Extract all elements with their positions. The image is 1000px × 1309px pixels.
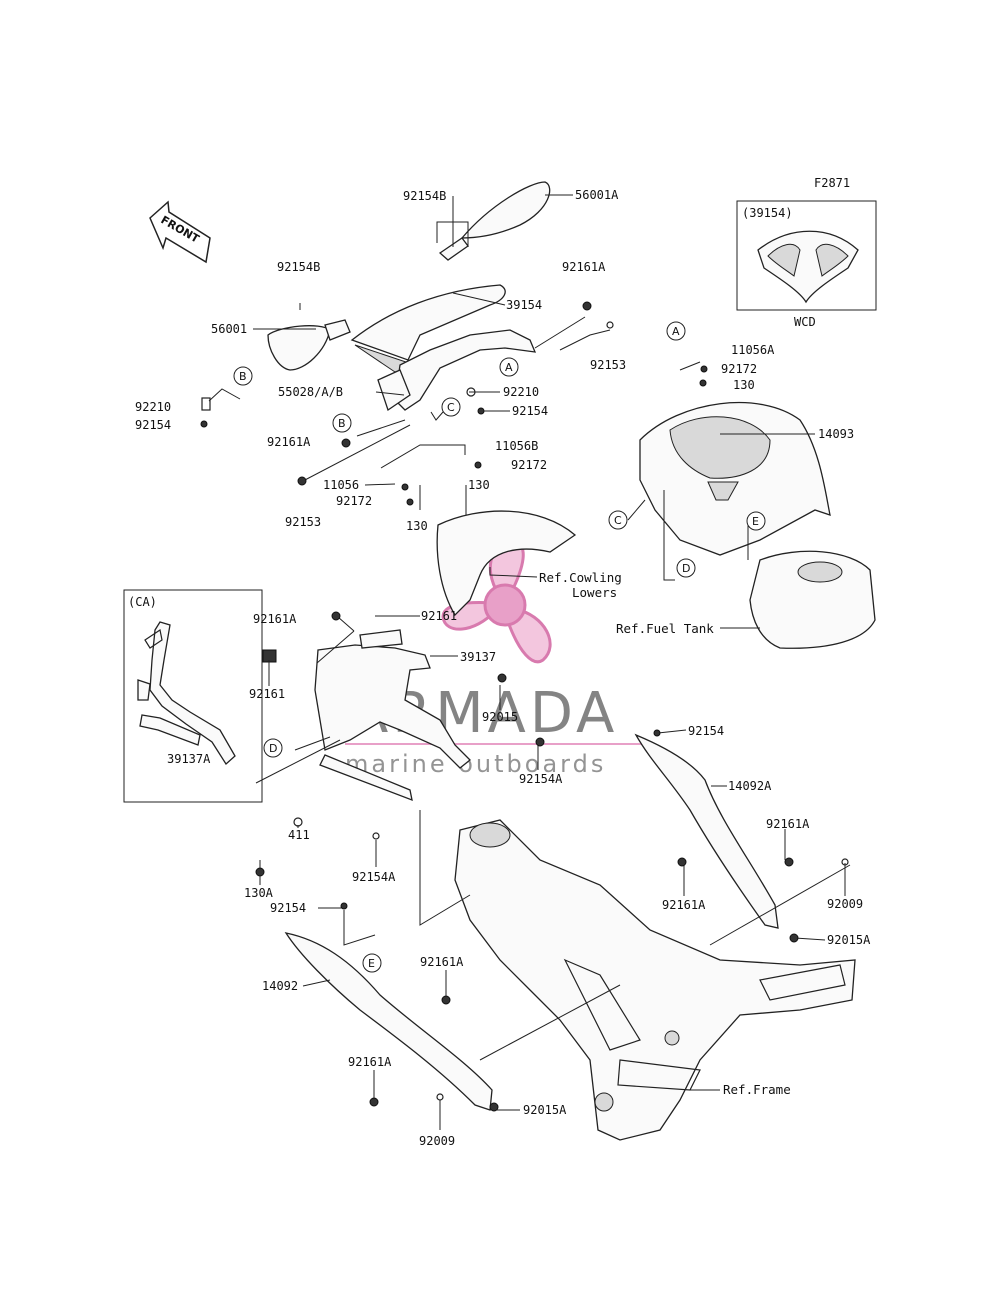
- part-label: 14092: [262, 979, 298, 993]
- part-label: 92154A: [352, 870, 396, 884]
- cowling-14093: [639, 402, 831, 556]
- ref-cowling: Ref.Cowling: [539, 570, 622, 585]
- svg-text:C: C: [447, 401, 455, 414]
- bracket-39137: [262, 629, 471, 802]
- part-label: 92161: [421, 609, 457, 623]
- part-label: 92154B: [277, 260, 320, 274]
- part-label: 92154: [135, 418, 171, 432]
- circle-d-1: D: [676, 558, 696, 578]
- ref-fuel-tank: Ref.Fuel Tank: [616, 621, 714, 636]
- part-label: 39137: [460, 650, 496, 664]
- part-label: 11056B: [495, 439, 538, 453]
- part-label: 130: [406, 519, 428, 533]
- fasteners: [200, 301, 849, 1112]
- part-label: 56001: [211, 322, 247, 336]
- part-label: 55028/A/B: [278, 385, 343, 399]
- part-label: 56001A: [575, 188, 619, 202]
- circle-e-1: E: [746, 511, 766, 531]
- svg-text:D: D: [682, 562, 690, 575]
- part-label: 92161A: [348, 1055, 392, 1069]
- part-label: 14092A: [728, 779, 772, 793]
- inner-cowling: [436, 510, 577, 617]
- part-label: 92161A: [766, 817, 810, 831]
- part-label: 92015: [482, 710, 518, 724]
- circle-d-2: D: [263, 738, 283, 758]
- side-cover-14092: [284, 932, 493, 1111]
- mirror-right: [438, 181, 551, 261]
- ref-cowling-lowers: Lowers: [572, 585, 617, 600]
- part-label: 92172: [511, 458, 547, 472]
- part-label: 11056A: [731, 343, 775, 357]
- fuel-tank: [749, 550, 876, 649]
- part-label: 92153: [285, 515, 321, 529]
- svg-text:A: A: [505, 361, 513, 374]
- leader-lines: [208, 194, 851, 1130]
- part-label: 130A: [244, 886, 274, 900]
- part-label: 92210: [135, 400, 171, 414]
- part-label: 14093: [818, 427, 854, 441]
- circle-c-2: C: [608, 510, 628, 530]
- part-label: 92161A: [267, 435, 311, 449]
- front-arrow-icon: FRONT: [149, 200, 211, 264]
- svg-text:B: B: [239, 370, 247, 383]
- part-label: 39154: [506, 298, 542, 312]
- mirror-left: [267, 303, 351, 371]
- part-label: 411: [288, 828, 310, 842]
- inset-wcd-caption: WCD: [794, 315, 816, 329]
- circle-c-1: C: [441, 397, 461, 417]
- svg-text:B: B: [338, 417, 346, 430]
- windshield-39154: [350, 284, 506, 373]
- part-label: 92161A: [253, 612, 297, 626]
- svg-text:E: E: [752, 515, 759, 528]
- part-label: 130: [733, 378, 755, 392]
- inset-ca-part: 39137A: [167, 752, 211, 766]
- part-label: 92154A: [519, 772, 563, 786]
- watermark: ARMADA marine outboards: [345, 540, 650, 778]
- meter-stay: [377, 329, 537, 412]
- circle-b-2: B: [332, 413, 352, 433]
- part-label: 92161: [249, 687, 285, 701]
- svg-text:D: D: [269, 742, 277, 755]
- part-label: 92009: [419, 1134, 455, 1148]
- circle-a-2: A: [666, 321, 686, 341]
- part-label: 92009: [827, 897, 863, 911]
- watermark-tagline: marine outboards: [345, 750, 606, 778]
- ref-frame: Ref.Frame: [723, 1082, 791, 1097]
- circle-labels: A B C A B C D E D E: [233, 321, 766, 973]
- part-label: 92172: [336, 494, 372, 508]
- part-label: 92172: [721, 362, 757, 376]
- part-label: 11056: [323, 478, 359, 492]
- part-label: 92161A: [420, 955, 464, 969]
- circle-e-2: E: [362, 953, 382, 973]
- figure-code: F2871: [814, 176, 850, 190]
- svg-text:C: C: [614, 514, 622, 527]
- part-labels: 92154B 56001A 92154B 39154 92161A 56001 …: [135, 188, 871, 1148]
- part-label: 92154B: [403, 189, 446, 203]
- part-label: 92153: [590, 358, 626, 372]
- part-label: 92154: [270, 901, 306, 915]
- frame: [454, 819, 856, 1141]
- part-label: 92161A: [662, 898, 706, 912]
- part-label: 92015A: [523, 1103, 567, 1117]
- part-label: 92154: [512, 404, 548, 418]
- svg-text:A: A: [672, 325, 680, 338]
- part-label: 92015A: [827, 933, 871, 947]
- inset-wcd: (39154) WCD: [736, 200, 877, 329]
- inset-wcd-part: (39154): [742, 206, 793, 220]
- svg-text:E: E: [368, 957, 375, 970]
- part-label: 130: [468, 478, 490, 492]
- part-label: 92154: [688, 724, 724, 738]
- circle-a-1: A: [499, 357, 519, 377]
- inset-ca: (CA) 39137A: [123, 589, 263, 803]
- circle-b-1: B: [233, 366, 253, 386]
- part-label: 92161A: [562, 260, 606, 274]
- part-label: 92210: [503, 385, 539, 399]
- side-cover-14092A: [634, 733, 779, 929]
- inset-ca-caption: (CA): [128, 595, 157, 609]
